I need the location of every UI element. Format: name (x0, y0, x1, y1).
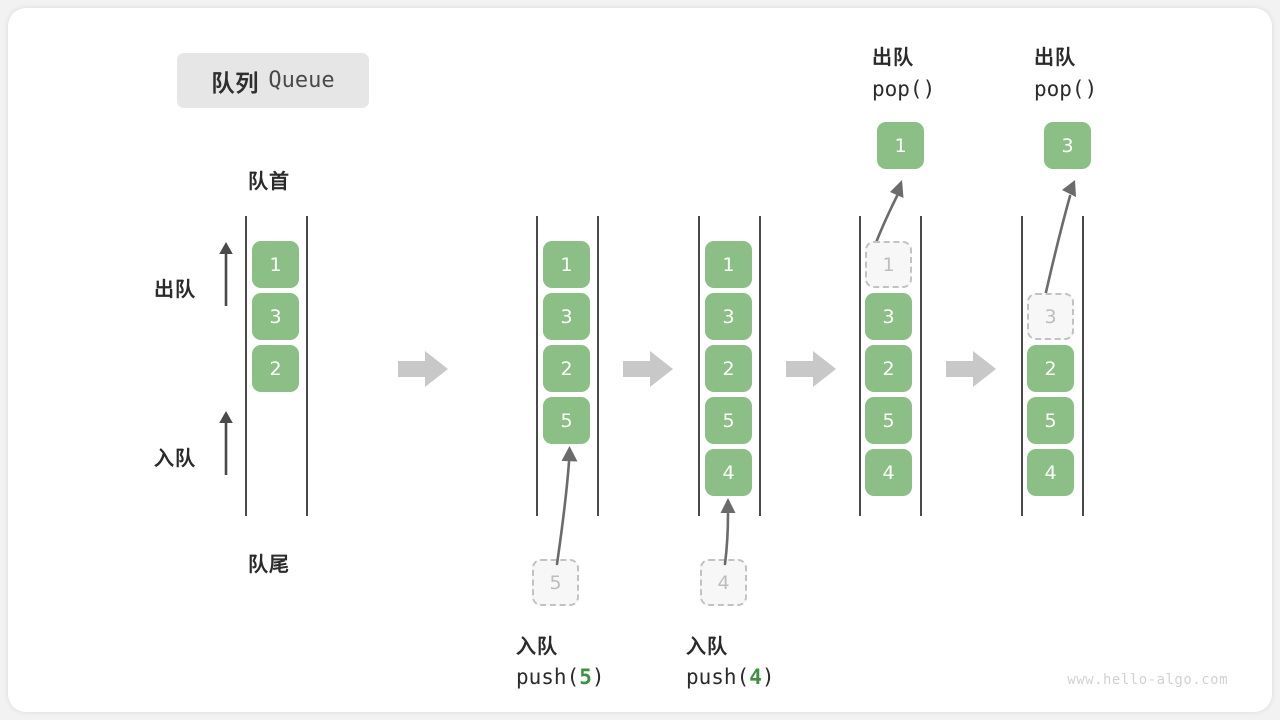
incoming-ghost-cell: 4 (700, 559, 747, 606)
queue-cell: 5 (543, 397, 590, 444)
queue-cell: 2 (1027, 345, 1074, 392)
diagram-title-en: Queue (268, 68, 335, 93)
queue-rail-left-2 (536, 216, 538, 516)
queue-rail-left-5 (1021, 216, 1023, 516)
push-caption-cn: 入队 (686, 634, 728, 658)
step-arrow-icon (946, 351, 996, 387)
queue-cell: 2 (705, 345, 752, 392)
queue-cell: 5 (705, 397, 752, 444)
queue-cell: 5 (1027, 397, 1074, 444)
step-arrow-icon (398, 351, 448, 387)
queue-tail-label: 队尾 (248, 552, 290, 576)
popped-ghost-cell: 3 (1027, 293, 1074, 340)
push-motion-arrow-icon (555, 446, 578, 566)
queue-rail-left-3 (698, 216, 700, 516)
diagram-title-cn: 队列 (211, 70, 260, 97)
queue-cell: 3 (705, 293, 752, 340)
diagram-card: 队列 Queue 队首 队尾 出队 入队 1 3 2 1 3 2 5 (8, 8, 1272, 712)
queue-rail-left-1 (245, 216, 247, 516)
queue-cell: 1 (705, 241, 752, 288)
queue-cell: 1 (543, 241, 590, 288)
incoming-ghost-cell: 5 (532, 559, 579, 606)
queue-rail-left-4 (859, 216, 861, 516)
push-caption-cn: 入队 (516, 634, 558, 658)
queue-cell: 5 (865, 397, 912, 444)
queue-cell: 3 (252, 293, 299, 340)
push-caption-code: push(5) (516, 665, 605, 689)
queue-rail-right-2 (597, 216, 599, 516)
dequeue-arrow-icon (219, 242, 233, 306)
queue-cell: 1 (252, 241, 299, 288)
queue-rail-right-3 (759, 216, 761, 516)
enqueue-arrow-icon (219, 411, 233, 475)
step-arrow-icon (786, 351, 836, 387)
push-argument: 4 (749, 665, 762, 689)
push-motion-arrow-icon (720, 498, 736, 566)
queue-cell: 2 (865, 345, 912, 392)
queue-cell: 3 (865, 293, 912, 340)
queue-rail-right-4 (920, 216, 922, 516)
pop-caption-code: pop() (872, 77, 936, 101)
queue-rail-right-1 (306, 216, 308, 516)
queue-cell: 2 (543, 345, 590, 392)
queue-cell: 2 (252, 345, 299, 392)
queue-cell: 4 (705, 449, 752, 496)
pop-output-cell: 3 (1044, 122, 1091, 169)
push-caption-code: push(4) (686, 665, 775, 689)
queue-rail-right-5 (1082, 216, 1084, 516)
queue-cell: 3 (543, 293, 590, 340)
pop-caption-code: pop() (1034, 77, 1098, 101)
diagram-title-chip: 队列 Queue (177, 53, 369, 108)
dequeue-direction-label: 出队 (154, 277, 196, 301)
queue-head-label: 队首 (248, 169, 290, 193)
pop-caption-cn: 出队 (872, 45, 914, 69)
enqueue-direction-label: 入队 (154, 446, 196, 470)
pop-caption-cn: 出队 (1034, 45, 1076, 69)
queue-cell: 4 (865, 449, 912, 496)
push-argument: 5 (579, 665, 592, 689)
watermark: www.hello-algo.com (1067, 672, 1228, 688)
popped-ghost-cell: 1 (865, 241, 912, 288)
pop-output-cell: 1 (877, 122, 924, 169)
queue-cell: 4 (1027, 449, 1074, 496)
step-arrow-icon (623, 351, 673, 387)
